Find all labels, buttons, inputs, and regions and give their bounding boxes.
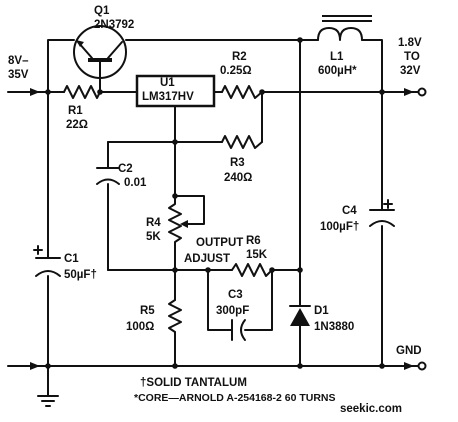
q1-part: 2N3792	[94, 19, 134, 31]
r3-resistor	[221, 135, 263, 149]
c2-capacitor	[96, 167, 120, 185]
r5-ref: R5	[140, 305, 155, 317]
r4-function-line2: ADJUST	[184, 253, 230, 265]
d1-ref: D1	[314, 305, 329, 317]
c4-ref: C4	[342, 205, 357, 217]
u1-part: LM317HV	[142, 91, 194, 103]
output-terminal	[404, 87, 427, 97]
r2-ref: R2	[232, 51, 247, 63]
c4-value: 100µF†	[320, 221, 359, 233]
l1-ref: L1	[330, 51, 344, 63]
input-voltage-line2: 35V	[8, 69, 29, 81]
gnd-label: GND	[396, 345, 422, 357]
r4-value: 5K	[146, 231, 161, 243]
ground-input-arrow	[30, 362, 40, 370]
gnd-terminal	[404, 361, 427, 371]
c3-value: 300pF	[216, 305, 249, 317]
r4-potentiometer	[168, 195, 188, 253]
r3-ref: R3	[230, 157, 245, 169]
c1-value: 50µF†	[64, 269, 97, 281]
u1-ref: U1	[160, 77, 175, 89]
r6-resistor	[231, 263, 277, 277]
l1-value: 600µH*	[318, 65, 357, 77]
input-voltage-line1: 8V–	[8, 55, 29, 67]
ground-symbol	[37, 395, 59, 407]
c1-ref: C1	[64, 253, 79, 265]
output-voltage-line2: TO	[404, 51, 420, 63]
c2-value: 0.01	[124, 177, 147, 189]
c2-ref: C2	[118, 163, 133, 175]
d1-part: 1N3880	[314, 321, 354, 333]
r1-ref: R1	[68, 105, 83, 117]
c4-capacitor	[369, 199, 395, 227]
u1-regulator	[135, 74, 216, 108]
r1-resistor	[63, 85, 101, 99]
r3-value: 240Ω	[224, 172, 252, 184]
r4-function-line1: OUTPUT	[196, 237, 243, 249]
note-solid-tantalum: †SOLID TANTALUM	[140, 377, 247, 389]
r2-resistor	[221, 85, 263, 99]
c3-ref: C3	[228, 289, 243, 301]
d1-diode	[289, 305, 311, 326]
r6-value: 15K	[246, 249, 268, 261]
output-voltage-line3: 32V	[400, 65, 421, 77]
note-core: *CORE—ARNOLD A-254168-2 60 TURNS	[134, 392, 336, 404]
c1-capacitor	[33, 245, 61, 277]
watermark: seekic.com	[340, 403, 402, 415]
q1-transistor	[73, 25, 127, 79]
input-arrow	[30, 88, 40, 96]
r4-ref: R4	[146, 217, 161, 229]
r5-value: 100Ω	[126, 321, 154, 333]
r6-ref: R6	[246, 235, 261, 247]
r1-value: 22Ω	[66, 119, 88, 131]
q1-ref: Q1	[94, 5, 110, 17]
c3-capacitor	[231, 319, 246, 341]
l1-inductor	[317, 15, 372, 41]
wires	[7, 39, 421, 397]
r5-resistor	[168, 299, 182, 333]
output-voltage-line1: 1.8V	[398, 37, 422, 49]
r2-value: 0.25Ω	[220, 65, 252, 77]
